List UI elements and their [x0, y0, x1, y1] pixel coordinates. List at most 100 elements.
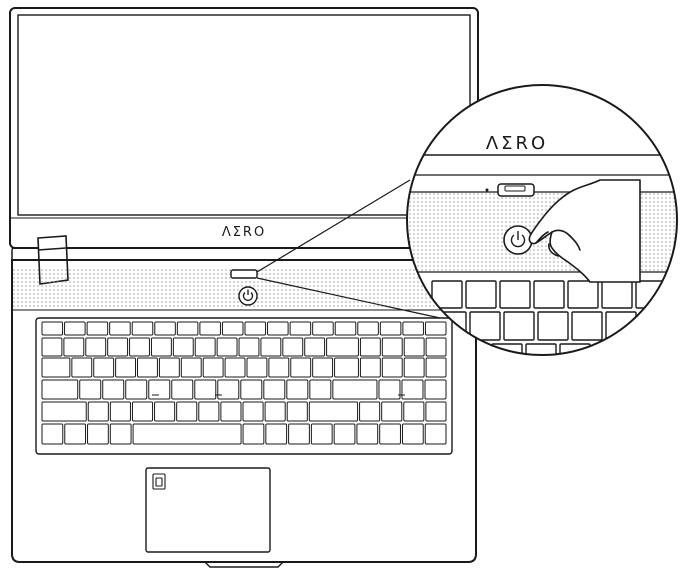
keyboard-key[interactable]: [217, 379, 240, 400]
keyboard-key[interactable]: [180, 357, 202, 378]
keyboard-key[interactable]: [334, 357, 359, 378]
keyboard-key[interactable]: [87, 401, 109, 422]
keyboard-key[interactable]: [154, 401, 176, 422]
keyboard-key[interactable]: [304, 337, 326, 357]
keyboard-key[interactable]: [131, 401, 154, 422]
keyboard-key[interactable]: [381, 401, 403, 422]
keyboard-key[interactable]: [238, 337, 260, 357]
keyboard-key[interactable]: [85, 337, 107, 357]
keyboard-key[interactable]: [176, 401, 198, 422]
keyboard-key[interactable]: [93, 357, 115, 378]
keyboard-key[interactable]: [102, 379, 125, 400]
power-button[interactable]: [230, 269, 258, 306]
keyboard-key[interactable]: [289, 321, 312, 336]
keyboard-key[interactable]: [199, 321, 221, 336]
keyboard-key[interactable]: [401, 423, 424, 445]
keyboard-key[interactable]: [246, 357, 268, 378]
keyboard-key[interactable]: [194, 379, 217, 400]
keyboard-key[interactable]: [137, 357, 158, 378]
keyboard-key[interactable]: [359, 357, 381, 378]
keyboard-key[interactable]: [216, 337, 238, 357]
keyboard-key[interactable]: [109, 401, 131, 422]
keyboard-key[interactable]: [424, 321, 447, 336]
keyboard-key[interactable]: [286, 401, 308, 422]
keyboard-key[interactable]: [309, 379, 332, 400]
keyboard-key[interactable]: [71, 357, 93, 378]
keyboard-key[interactable]: [381, 337, 403, 357]
keyboard-key[interactable]: [109, 321, 131, 336]
keyboard-key[interactable]: [194, 337, 216, 357]
keyboard-key[interactable]: [64, 321, 86, 336]
keyboard-key[interactable]: [172, 337, 194, 357]
keyboard-key[interactable]: [359, 337, 381, 357]
keyboard-key[interactable]: [401, 379, 424, 400]
keyboard-key[interactable]: [176, 321, 199, 336]
keyboard-key[interactable]: [379, 321, 402, 336]
keyboard-key[interactable]: [87, 423, 109, 445]
keyboard-key[interactable]: [131, 321, 154, 336]
keyboard-key[interactable]: [63, 337, 85, 357]
keyboard-key[interactable]: [242, 401, 264, 422]
keyboard-key[interactable]: [158, 357, 180, 378]
keyboard-key[interactable]: [41, 379, 79, 400]
keyboard-key[interactable]: [109, 423, 132, 445]
keyboard-key[interactable]: [41, 423, 64, 445]
keyboard-key[interactable]: [381, 357, 403, 378]
keyboard-key[interactable]: [312, 357, 334, 378]
keyboard-key[interactable]: [403, 337, 425, 357]
keyboard-key[interactable]: [150, 337, 172, 357]
keyboard-key[interactable]: [333, 423, 356, 445]
keyboard-key[interactable]: [221, 321, 244, 336]
keyboard-key[interactable]: [379, 423, 401, 445]
keyboard-key[interactable]: [148, 379, 171, 400]
keyboard-key[interactable]: [64, 423, 87, 445]
keyboard-key[interactable]: [282, 337, 304, 357]
touchpad[interactable]: [145, 467, 271, 553]
keyboard-key[interactable]: [357, 321, 379, 336]
keyboard-key[interactable]: [334, 321, 357, 336]
keyboard-key[interactable]: [263, 379, 286, 400]
keyboard-key[interactable]: [424, 379, 447, 400]
keyboard-key[interactable]: [79, 379, 102, 400]
keyboard-key[interactable]: [129, 337, 150, 357]
keyboard-key[interactable]: [332, 379, 378, 400]
keyboard-key[interactable]: [115, 357, 137, 378]
keyboard-key[interactable]: [260, 337, 282, 357]
keyboard-key[interactable]: [125, 379, 148, 400]
keyboard-key[interactable]: [240, 379, 263, 400]
keyboard-key[interactable]: [171, 379, 194, 400]
keyboard-key[interactable]: [224, 357, 246, 378]
keyboard-key[interactable]: [41, 321, 64, 336]
keyboard-key[interactable]: [402, 321, 424, 336]
keyboard-key[interactable]: [378, 379, 401, 400]
keyboard-key[interactable]: [154, 321, 176, 336]
keyboard-key[interactable]: [41, 401, 87, 422]
keyboard-key[interactable]: [310, 423, 333, 445]
keyboard-key[interactable]: [326, 337, 359, 357]
keyboard-key[interactable]: [312, 321, 334, 336]
keyboard-key[interactable]: [403, 401, 425, 422]
keyboard-key[interactable]: [359, 401, 381, 422]
keyboard-key[interactable]: [265, 423, 288, 445]
keyboard-key[interactable]: [290, 357, 312, 378]
keyboard-key[interactable]: [198, 401, 220, 422]
keyboard-key[interactable]: [107, 337, 129, 357]
keyboard-key[interactable]: [424, 423, 447, 445]
keyboard-key[interactable]: [41, 337, 63, 357]
keyboard-key[interactable]: [308, 401, 359, 422]
keyboard-key[interactable]: [403, 357, 425, 378]
keyboard-key[interactable]: [425, 337, 447, 357]
keyboard-key[interactable]: [425, 357, 447, 378]
keyboard-key[interactable]: [132, 423, 242, 445]
keyboard-key[interactable]: [267, 321, 289, 336]
keyboard-key[interactable]: [288, 423, 310, 445]
keyboard-key[interactable]: [220, 401, 242, 422]
keyboard-key[interactable]: [356, 423, 379, 445]
keyboard-key[interactable]: [286, 379, 309, 400]
keyboard-key[interactable]: [425, 401, 447, 422]
keyboard-key[interactable]: [202, 357, 224, 378]
keyboard-key[interactable]: [242, 423, 265, 445]
keyboard-key[interactable]: [264, 401, 286, 422]
keyboard-key[interactable]: [41, 357, 71, 378]
keyboard-key[interactable]: [86, 321, 109, 336]
